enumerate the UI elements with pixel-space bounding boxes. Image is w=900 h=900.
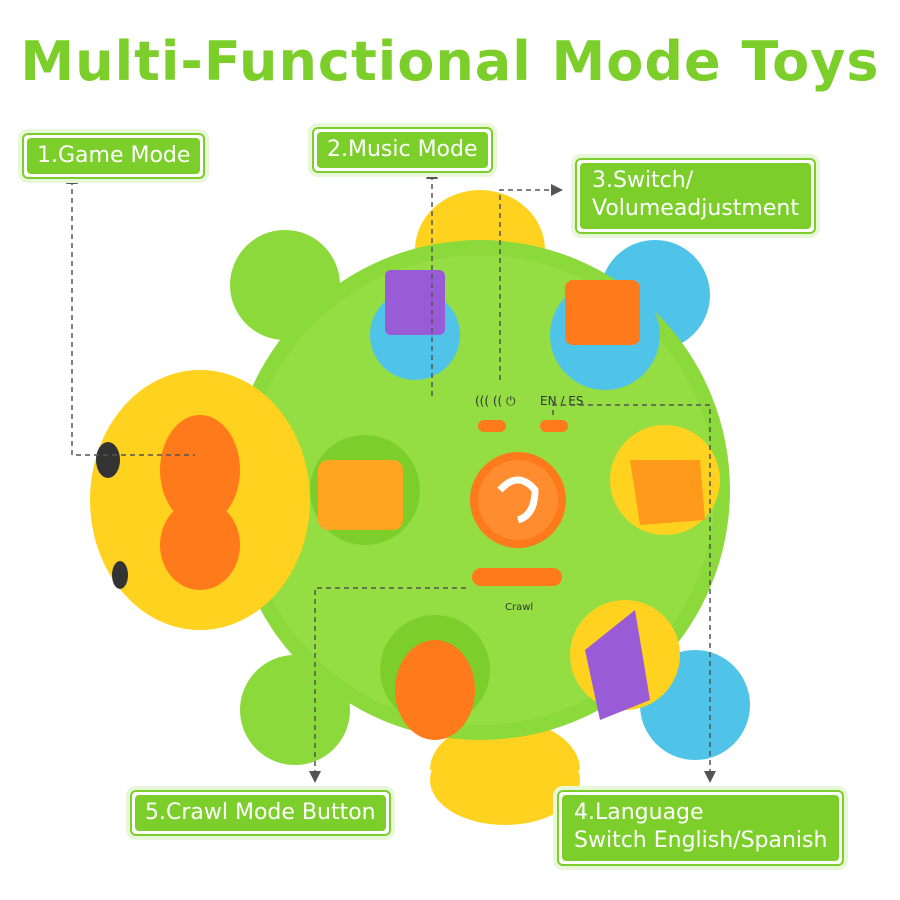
callout-game-mode: 1.Game Mode bbox=[22, 133, 206, 179]
volume-icons-label: ((( (( ⏻ bbox=[475, 394, 516, 408]
music-mode-label: 2.Music Mode bbox=[317, 132, 488, 168]
language-label-line1: 4.Language bbox=[574, 800, 704, 825]
pointer-lines bbox=[71, 175, 711, 775]
language-switch bbox=[540, 420, 568, 432]
volume-switch bbox=[478, 420, 506, 432]
pointer-arrowheads bbox=[66, 167, 716, 783]
page-title: Multi-Functional Mode Toys bbox=[20, 30, 880, 93]
callout-switch-volume: 3.Switch/ Volumeadjustment bbox=[575, 158, 816, 234]
crawl-button bbox=[472, 568, 562, 586]
callout-crawl-mode: 5.Crawl Mode Button bbox=[130, 790, 391, 836]
callout-music-mode: 2.Music Mode bbox=[312, 127, 493, 173]
switch-label-line2: Volumeadjustment bbox=[592, 196, 799, 221]
switch-label-line1: 3.Switch/ bbox=[592, 168, 694, 193]
crawl-label: Crawl bbox=[505, 602, 533, 613]
turtle-head bbox=[90, 370, 310, 630]
crawl-mode-label: 5.Crawl Mode Button bbox=[135, 795, 386, 831]
language-switch-label: EN / ES bbox=[540, 394, 583, 408]
game-mode-label: 1.Game Mode bbox=[27, 138, 201, 174]
callout-language: 4.Language Switch English/Spanish bbox=[557, 790, 845, 866]
language-label-line2: Switch English/Spanish bbox=[574, 828, 828, 853]
shape-blocks bbox=[310, 270, 720, 740]
